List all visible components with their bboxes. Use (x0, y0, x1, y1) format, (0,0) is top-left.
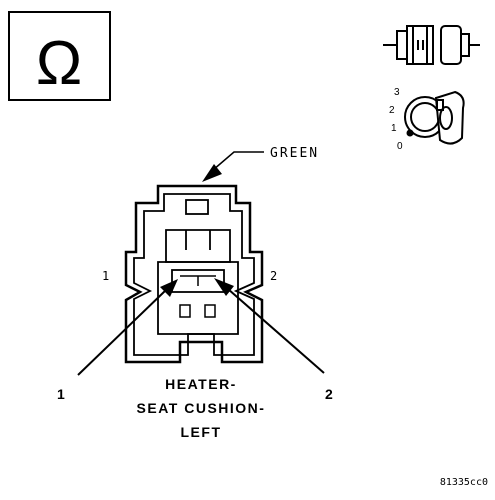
connector-title: HEATER- SEAT CUSHION- LEFT (137, 376, 266, 440)
title-line-3: LEFT (181, 424, 222, 440)
title-line-1: HEATER- (165, 376, 237, 392)
callout-arrow-right (214, 278, 325, 374)
pin-label-right: 2 (270, 269, 277, 283)
ohm-symbol: Ω (36, 29, 82, 98)
callout-arrow-left (77, 279, 178, 376)
pin-label-left: 1 (102, 269, 109, 283)
figure-id: 81335cc0 (440, 477, 488, 488)
ignition-key-icon: 3 2 1 0 (389, 87, 465, 152)
disconnected-connector-icon (383, 25, 480, 65)
callout-number-left: 1 (57, 386, 65, 402)
connector-face (124, 184, 264, 364)
wire-color-leader: GREEN (202, 146, 319, 182)
wire-color-label: GREEN (270, 146, 319, 161)
key-position-0: 0 (397, 141, 403, 152)
title-line-2: SEAT CUSHION- (137, 400, 266, 416)
key-position-1: 1 (391, 123, 397, 134)
key-position-3: 3 (394, 87, 400, 98)
key-position-2: 2 (389, 105, 395, 116)
ohmmeter-icon: Ω (8, 11, 111, 101)
callout-number-right: 2 (325, 386, 333, 402)
